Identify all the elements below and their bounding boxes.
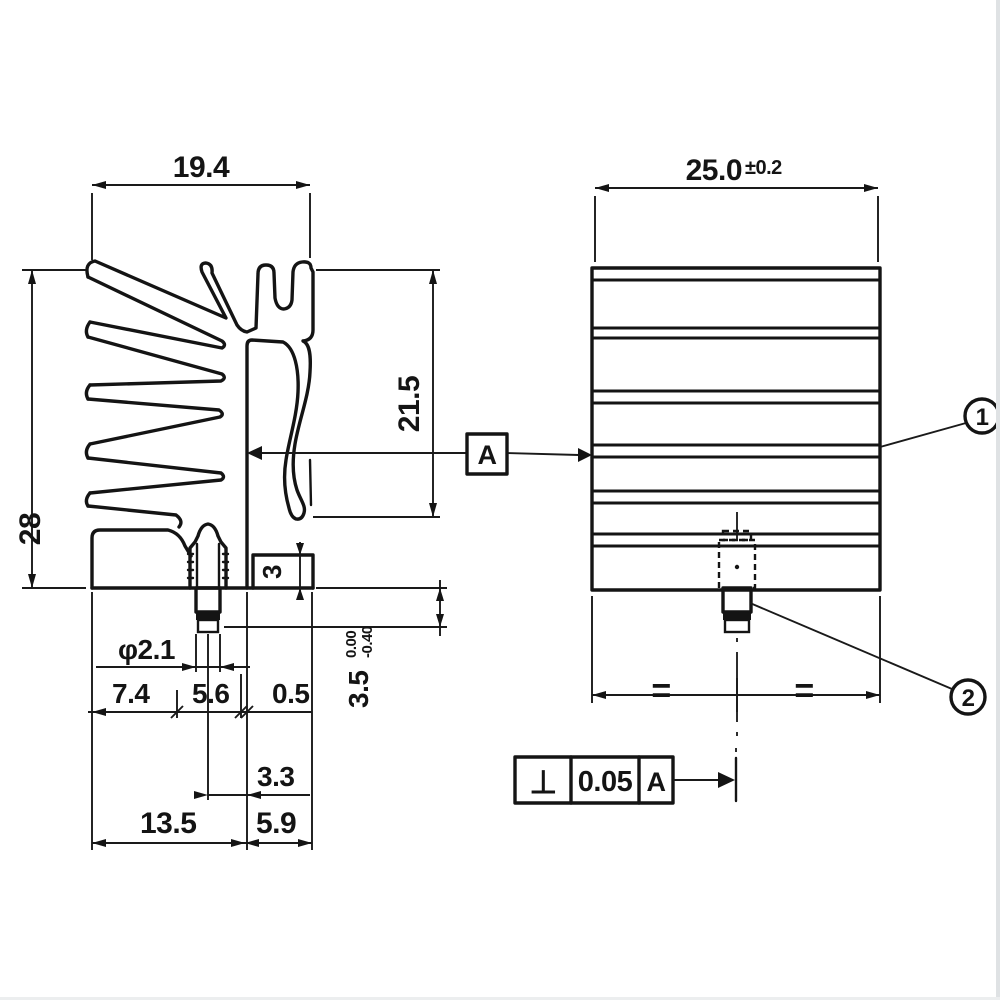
equal-spacing-right: = xyxy=(794,672,813,710)
fin-slot-5 xyxy=(86,504,183,529)
dim-19-4-label: 19.4 xyxy=(173,151,230,184)
dim-21-5-lines xyxy=(313,269,440,518)
equal-spacing-left: = xyxy=(651,672,670,710)
fin-tip-cap-3 xyxy=(84,383,92,401)
dim-5-6-label: 5.6 xyxy=(192,678,229,709)
fcf-leader-arrow xyxy=(718,772,735,788)
pin-tip xyxy=(196,618,220,634)
pin-knurl-ticks xyxy=(186,552,230,580)
step-ledge xyxy=(251,553,315,590)
fin-tip-cap-5 xyxy=(84,491,92,508)
side-view-fin-lines xyxy=(592,278,880,548)
solder-pin-front xyxy=(186,522,230,634)
dim-13-5-label: 13.5 xyxy=(140,807,196,840)
dim-28-lines xyxy=(22,269,86,589)
dim-25-tol-label: ±0.2 xyxy=(745,157,782,179)
pin-center-dot xyxy=(734,564,740,570)
dim-3-label-group: 3 xyxy=(257,565,287,579)
dim-3-5-tol-lower: -0.40 xyxy=(359,626,376,658)
dim-7-4-label: 7.4 xyxy=(112,678,150,709)
pin-band-side xyxy=(723,612,751,620)
pin-band xyxy=(196,612,220,620)
scan-edge-bottom xyxy=(0,997,1000,1000)
datum-box xyxy=(465,432,509,476)
dim-25-lines xyxy=(594,187,879,262)
dim-3-5-tol-upper: 0.00 xyxy=(343,631,360,658)
pin-hidden-step xyxy=(721,529,753,542)
fcf-perpendicularity-icon: ⊥ xyxy=(529,764,556,800)
fin-tip-cap-2 xyxy=(84,320,92,339)
fcf-cell-dividers xyxy=(569,755,641,805)
fin-slot-1 xyxy=(86,275,227,350)
side-view xyxy=(590,266,882,752)
feature-control-frame: ⊥ 0.05 A xyxy=(513,755,738,805)
dim-row-lines xyxy=(88,592,312,850)
datum-box-label: A xyxy=(478,440,497,470)
front-view-dimensions: 19.4 28 21.5 3 xyxy=(14,151,447,850)
scan-edge-right xyxy=(996,0,1000,1000)
dim-21-5-label-group: 21.5 xyxy=(393,376,426,432)
fcf-tolerance-value: 0.05 xyxy=(578,766,633,798)
pin-tip-side xyxy=(723,618,751,634)
datum-triangle-left xyxy=(247,446,262,460)
dim-3-5-label: 3.5 xyxy=(343,671,374,708)
balloon-2-leader xyxy=(749,602,953,690)
dim-equal-lines xyxy=(591,596,881,712)
hidden-pin-side xyxy=(717,512,757,752)
balloon-2-label: 2 xyxy=(962,685,975,712)
fin-slot-2 xyxy=(86,335,226,387)
clip-lip-edge xyxy=(308,458,313,507)
side-view-dimensions: 25.0 ±0.2 = = xyxy=(591,154,881,712)
pin-shank xyxy=(194,586,222,614)
balloon-2-circle xyxy=(949,678,987,716)
balloon-1-leader xyxy=(879,422,967,448)
dim-19-4-lines xyxy=(91,184,311,260)
dim-25-label: 25.0 xyxy=(686,154,742,187)
side-view-body xyxy=(590,266,882,592)
datum-a-callout: A xyxy=(247,432,592,476)
dim-3-label: 3 xyxy=(257,565,287,579)
fin-tip-cap-4 xyxy=(84,442,92,460)
heatsink-profile-outline xyxy=(85,259,315,590)
dim-28-label-group: 28 xyxy=(14,513,47,545)
front-view xyxy=(84,259,315,634)
balloon-1-label: 1 xyxy=(976,404,989,431)
fcf-datum-ref: A xyxy=(647,767,666,797)
heatsink-foot-outline xyxy=(90,528,193,590)
dim-0-5-label: 0.5 xyxy=(272,678,309,709)
datum-arrow-right xyxy=(578,448,592,462)
dim-3-5-label-group: 3.5 0.00 -0.40 xyxy=(343,626,376,708)
pin-boss-outline xyxy=(188,522,228,590)
dim-28-label: 28 xyxy=(14,513,47,545)
fin-slot-3 xyxy=(86,397,224,446)
dim-5-9-label: 5.9 xyxy=(256,807,296,840)
dim-phi-2-1-label: φ2.1 xyxy=(118,634,175,665)
fin-slot-4 xyxy=(86,456,226,495)
dim-13-5-5-9-lines xyxy=(92,592,313,850)
dim-3-3-label: 3.3 xyxy=(257,761,294,792)
dim-21-5-label: 21.5 xyxy=(393,376,426,432)
datum-leader-line xyxy=(262,452,580,456)
